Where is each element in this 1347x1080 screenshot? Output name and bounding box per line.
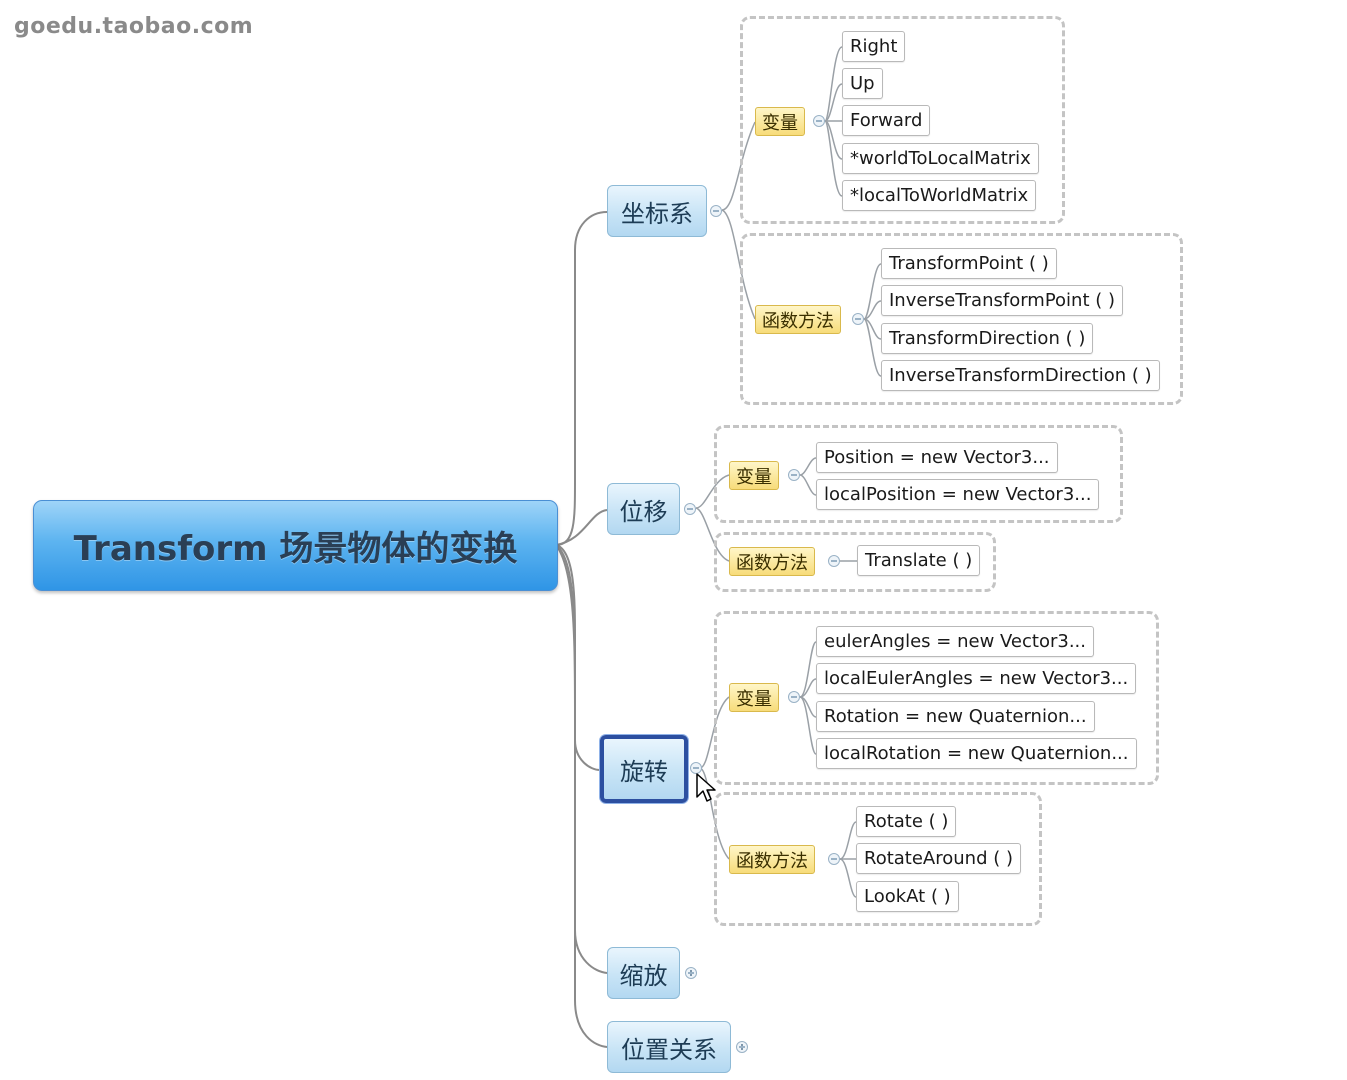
collapse-toggle-icon[interactable] [828, 853, 840, 865]
leaf-position[interactable]: Position = new Vector3... [816, 442, 1058, 473]
topic-position-relation[interactable]: 位置关系 [607, 1021, 731, 1073]
tag-move-variables[interactable]: 变量 [729, 461, 779, 490]
collapse-toggle-icon[interactable] [788, 469, 800, 481]
topic-scale[interactable]: 缩放 [607, 947, 680, 999]
topic-rotation[interactable]: 旋转 [600, 735, 688, 803]
group-coord-variables [740, 16, 1065, 224]
leaf-up[interactable]: Up [842, 68, 883, 99]
leaf-right[interactable]: Right [842, 31, 906, 62]
leaf-rotate[interactable]: Rotate ( ) [856, 806, 957, 837]
leaf-world-to-local-matrix[interactable]: *worldToLocalMatrix [842, 143, 1039, 174]
collapse-toggle-icon[interactable] [690, 762, 702, 774]
group-move-variables [714, 425, 1123, 523]
leaf-translate[interactable]: Translate ( ) [857, 545, 981, 576]
expand-toggle-icon[interactable] [685, 967, 697, 979]
expand-toggle-icon[interactable] [736, 1041, 748, 1053]
leaf-inverse-transform-point[interactable]: InverseTransformPoint ( ) [881, 285, 1124, 316]
topic-translation[interactable]: 位移 [607, 483, 680, 535]
leaf-look-at[interactable]: LookAt ( ) [856, 881, 959, 912]
tag-rotate-variables[interactable]: 变量 [729, 683, 779, 712]
collapse-toggle-icon[interactable] [852, 313, 864, 325]
watermark: goedu.taobao.com [14, 14, 254, 39]
mouse-cursor-icon [696, 773, 716, 802]
topic-coordinate-system[interactable]: 坐标系 [607, 185, 707, 237]
collapse-toggle-icon[interactable] [684, 503, 696, 515]
leaf-rotation[interactable]: Rotation = new Quaternion... [816, 701, 1095, 732]
collapse-toggle-icon[interactable] [710, 205, 722, 217]
collapse-toggle-icon[interactable] [788, 691, 800, 703]
leaf-forward[interactable]: Forward [842, 105, 931, 136]
leaf-transform-direction[interactable]: TransformDirection ( ) [881, 323, 1094, 354]
group-rotate-methods [714, 792, 1042, 926]
root-topic[interactable]: Transform 场景物体的变换 [33, 500, 558, 591]
leaf-transform-point[interactable]: TransformPoint ( ) [881, 248, 1057, 279]
leaf-inverse-transform-direction[interactable]: InverseTransformDirection ( ) [881, 360, 1160, 391]
leaf-local-rotation[interactable]: localRotation = new Quaternion... [816, 738, 1137, 769]
leaf-euler-angles[interactable]: eulerAngles = new Vector3... [816, 626, 1094, 657]
collapse-toggle-icon[interactable] [813, 115, 825, 127]
group-move-methods [714, 532, 996, 592]
group-coord-methods [740, 233, 1183, 405]
leaf-local-position[interactable]: localPosition = new Vector3... [816, 479, 1100, 510]
leaf-local-to-world-matrix[interactable]: *localToWorldMatrix [842, 180, 1037, 211]
tag-move-methods[interactable]: 函数方法 [729, 547, 815, 576]
group-rotate-variables [714, 611, 1159, 785]
collapse-toggle-icon[interactable] [828, 555, 840, 567]
leaf-local-euler-angles[interactable]: localEulerAngles = new Vector3... [816, 663, 1137, 694]
tag-coord-methods[interactable]: 函数方法 [755, 305, 841, 334]
tag-rotate-methods[interactable]: 函数方法 [729, 845, 815, 874]
leaf-rotate-around[interactable]: RotateAround ( ) [856, 843, 1021, 874]
tag-coord-variables[interactable]: 变量 [755, 107, 805, 136]
